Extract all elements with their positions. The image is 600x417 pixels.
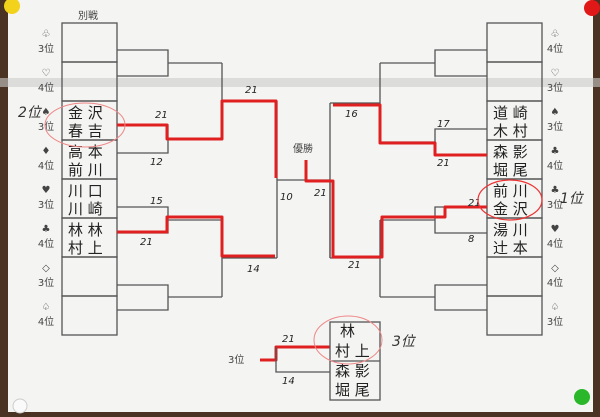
rank-label: 4位 [547, 276, 563, 289]
final-label: 優勝 [293, 142, 313, 155]
suit-icon: ♧ [42, 29, 51, 40]
third-place-label: 3位 [228, 353, 244, 366]
score: 21 [437, 158, 450, 169]
rank-label: 3位 [38, 42, 54, 55]
rank-label: 3位 [547, 315, 563, 328]
annotation-first: 1位 [560, 191, 585, 207]
entry-name-2: 春 吉 [68, 122, 103, 140]
header-label: 別戦 [78, 9, 98, 22]
runner-up-circle [44, 102, 126, 148]
entry-name-1: 高 本 [68, 143, 103, 161]
rank-label: 3位 [547, 120, 563, 133]
entry-name-1: 前 川 [493, 182, 528, 200]
rank-label: 3位 [38, 198, 54, 211]
score: 21 [282, 334, 295, 345]
entry-name-1: 森 影 [493, 143, 528, 161]
entry-name-2: 木 村 [493, 122, 528, 140]
suit-icon: ♧ [551, 29, 560, 40]
suit-icon: ♥ [42, 185, 51, 196]
third-entry-2-line2: 堀 尾 [335, 381, 370, 399]
score: 21 [245, 85, 258, 96]
pushpin-yellow [4, 0, 20, 14]
rank-label: 3位 [547, 198, 563, 211]
suit-icon: ♤ [42, 302, 51, 313]
suit-icon: ♣ [42, 224, 51, 235]
suit-icon: ◇ [551, 263, 559, 274]
score: 21 [314, 188, 327, 199]
suit-icon: ♣ [551, 146, 560, 157]
rank-label: 4位 [38, 237, 54, 250]
entry-box [61, 295, 118, 336]
paper [8, 0, 593, 412]
suit-icon: ♥ [551, 224, 560, 235]
suit-icon: ♠ [42, 107, 51, 118]
entry-name-2: 堀 尾 [493, 161, 528, 179]
rank-label: 4位 [38, 81, 54, 94]
score: 17 [437, 119, 450, 130]
entry-name-2: 川 崎 [68, 200, 103, 218]
score: 21 [468, 198, 481, 209]
rank-label: 4位 [547, 159, 563, 172]
third-place-match: 3位 林 村 上 森 影 堀 尾 [228, 315, 383, 401]
rank-label: 4位 [547, 237, 563, 250]
third-entry-2-line1: 森 影 [335, 362, 370, 380]
score: 14 [247, 264, 260, 275]
entry-name-2: 村 上 [68, 239, 103, 257]
suit-icon: ♤ [551, 302, 560, 313]
rank-label: 4位 [38, 315, 54, 328]
rank-label: 4位 [547, 42, 563, 55]
right-entry-column: ♧4位♡3位♠3位道 崎木 村♣4位森 影堀 尾♣3位前 川金 沢♥4位湯 川辻… [486, 22, 563, 336]
winner-marker-paths [117, 99, 487, 362]
third-entry-1-line1: 林 [340, 322, 355, 340]
champion-circle [477, 179, 543, 221]
rank-label: 3位 [38, 276, 54, 289]
score: 8 [468, 234, 474, 245]
suit-icon: ♦ [42, 146, 51, 157]
score: 21 [140, 237, 153, 248]
scores: 21 12 15 21 21 14 10 21 16 17 21 21 8 21… [140, 85, 481, 387]
score: 12 [150, 157, 163, 168]
score: 15 [150, 196, 163, 207]
pushpin-white [12, 398, 28, 414]
tape-strip [0, 78, 600, 87]
score: 14 [282, 376, 295, 387]
score: 16 [345, 109, 358, 120]
pushpin-green [574, 389, 590, 405]
score: 21 [155, 110, 168, 121]
rank-label: 3位 [38, 120, 54, 133]
entry-name-1: 林 林 [68, 221, 103, 239]
rank-label: 3位 [547, 81, 563, 94]
suit-icon: ♡ [42, 68, 51, 79]
rank-label: 4位 [38, 159, 54, 172]
left-entry-column: ♧3位♡4位♠3位金 沢春 吉♦4位高 本前 川♥3位川 口川 崎♣4位林 林村… [38, 22, 118, 336]
entry-name-1: 湯 川 [493, 221, 528, 239]
entry-name-1: 金 沢 [68, 104, 103, 122]
entry-name-2: 辻 本 [493, 239, 528, 257]
pushpin-red [584, 0, 600, 16]
entry-box [486, 295, 543, 336]
annotation-second: 2位 [18, 105, 43, 121]
suit-icon: ♡ [551, 68, 560, 79]
score: 21 [348, 260, 361, 271]
suit-icon: ◇ [42, 263, 50, 274]
score: 10 [280, 192, 293, 203]
entry-name-1: 川 口 [68, 182, 103, 200]
entry-name-1: 道 崎 [493, 104, 528, 122]
suit-icon: ♠ [551, 107, 560, 118]
winner-circle [313, 315, 383, 365]
third-entry-1-line2: 村 上 [335, 342, 370, 360]
entry-name-2: 金 沢 [493, 200, 528, 218]
annotation-third: 3位 [392, 334, 417, 350]
entry-name-2: 前 川 [68, 161, 103, 179]
suit-icon: ♣ [551, 185, 560, 196]
